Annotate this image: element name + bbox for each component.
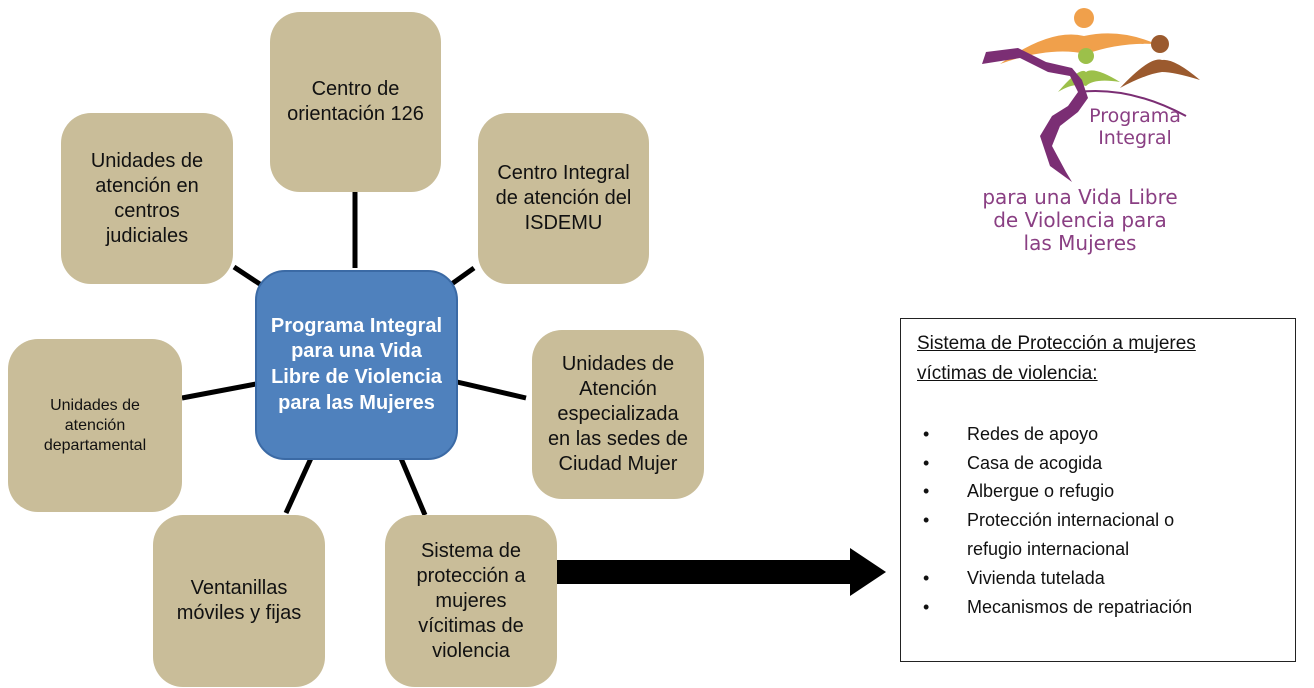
list-item: • Casa de acogida [917, 449, 1279, 478]
node-unidades-departamental: Unidades de atención departamental [8, 339, 182, 512]
bullet-icon: • [923, 596, 930, 617]
logo-subtitle: para una Vida Libre de Violencia para la… [982, 185, 1178, 255]
node-unidades-ciudad-mujer: Unidades de Atención especializada en la… [532, 330, 704, 499]
list-item: • Protección internacional o refugio inte… [917, 506, 1279, 564]
list-item-label: Redes de apoyo [967, 423, 1099, 444]
connector-departamental [181, 381, 257, 401]
node-centro-isdemu: Centro Integral de atención del ISDEMU [478, 113, 649, 284]
node-ventanillas: Ventanillas móviles y fijas [153, 515, 325, 687]
program-logo: Programa Integral para una Vida Libre de… [960, 6, 1200, 266]
list-item: • Mecanismos de repatriación [917, 593, 1279, 622]
bullet-icon: • [923, 481, 930, 502]
bullet-icon: • [923, 423, 930, 444]
logo-figures-icon [982, 8, 1200, 182]
protection-system-box: Sistema de Protección a mujeres víctimas… [900, 318, 1296, 662]
logo-title: Programa Integral [1089, 105, 1181, 149]
protection-list: • Redes de apoyo • Casa de acogida • Alberg… [917, 420, 1279, 622]
list-item-label: Protección internacional o refugio inter… [967, 510, 1175, 559]
bullet-icon: • [923, 452, 930, 473]
list-item-label: Vivienda tutelada [967, 567, 1105, 588]
connector-sistema [397, 455, 428, 516]
node-unidades-judiciales: Unidades de atención en centros judicial… [61, 113, 233, 284]
list-item-label: Mecanismos de repatriación [967, 596, 1193, 617]
list-item-label: Casa de acogida [967, 452, 1103, 473]
bullet-icon: • [923, 567, 930, 588]
list-item: • Redes de apoyo [917, 420, 1279, 449]
node-center-programa: Programa Integral para una Vida Libre de… [255, 270, 458, 460]
connector-ventanillas [283, 454, 315, 515]
node-centro-orientacion: Centro de orientación 126 [270, 12, 441, 192]
node-sistema-proteccion: Sistema de protección a mujeres vícitima… [385, 515, 557, 687]
list-item: • Vivienda tutelada [917, 564, 1279, 593]
list-item: • Albergue o refugio [917, 477, 1279, 506]
connector-ciudad-mujer [456, 379, 527, 401]
protection-box-title: Sistema de Protección a mujeres víctimas… [917, 333, 1196, 385]
bullet-icon: • [923, 510, 930, 531]
list-item-label: Albergue o refugio [967, 481, 1115, 502]
arrow-right-icon [546, 548, 886, 596]
